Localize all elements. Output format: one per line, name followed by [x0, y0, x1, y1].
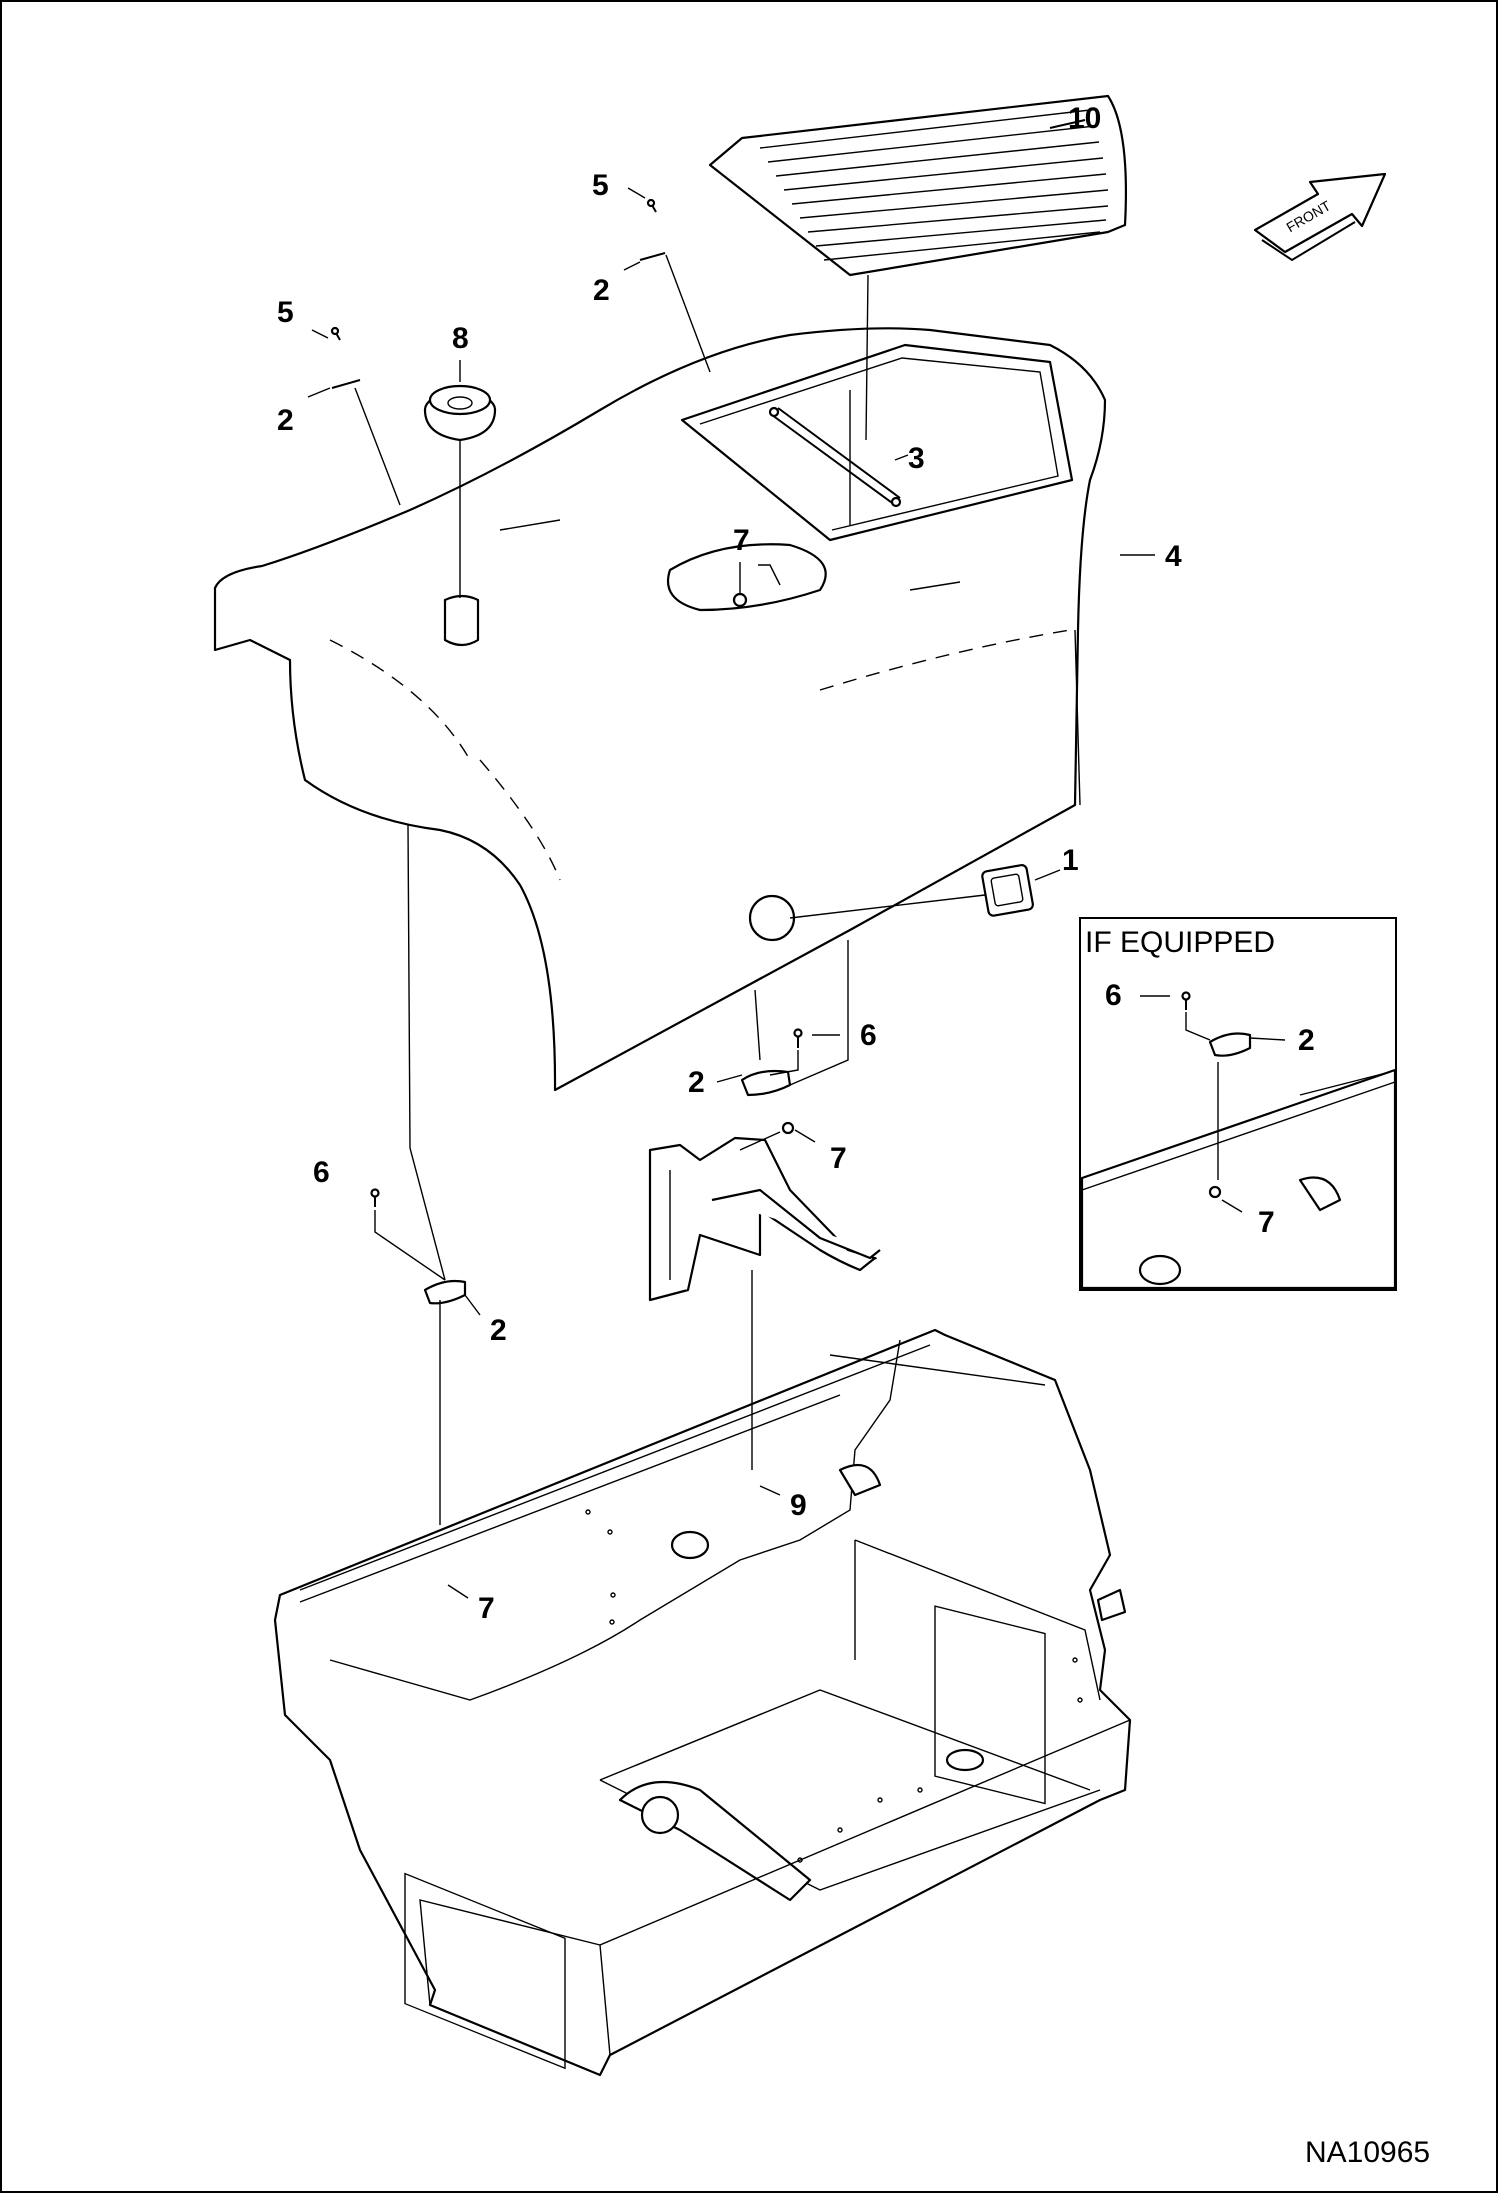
- callout-6b: 6: [313, 1156, 330, 1189]
- callout-7d: 7: [1258, 1206, 1275, 1239]
- callout-2e: 2: [1298, 1024, 1315, 1057]
- callout-5b: 5: [277, 296, 294, 329]
- callout-8: 8: [452, 322, 469, 355]
- callout-7a: 7: [733, 524, 750, 557]
- mounting-bracket-part: [648, 1136, 881, 1302]
- callout-labels: 10 5 2 5 8 2 3 7 4 1 6 2 7 6 2 9 7 6 2 7: [277, 102, 1315, 1625]
- callout-5a: 5: [592, 169, 609, 202]
- callout-3: 3: [908, 442, 925, 475]
- callout-2a: 2: [593, 274, 610, 307]
- callout-4: 4: [1165, 540, 1182, 573]
- callout-1: 1: [1062, 844, 1079, 877]
- latch-part: [981, 864, 1034, 917]
- engine-cover-part: [213, 327, 1107, 1092]
- front-direction-arrow: FRONT: [1253, 172, 1387, 262]
- callout-9: 9: [790, 1489, 807, 1522]
- callout-7c: 7: [478, 1592, 495, 1625]
- callout-2b: 2: [277, 404, 294, 437]
- callout-6c: 6: [1105, 979, 1122, 1012]
- callout-2c: 2: [688, 1066, 705, 1099]
- grille-part: [708, 94, 1128, 277]
- fuel-cap-part: [423, 384, 497, 647]
- callout-10: 10: [1068, 102, 1101, 135]
- callout-6a: 6: [860, 1019, 877, 1052]
- callout-2d: 2: [490, 1314, 507, 1347]
- chassis-frame-part: [273, 1328, 1132, 2077]
- leader-lines: [307, 119, 1155, 1599]
- reference-code: NA10965: [1305, 2136, 1430, 2169]
- callout-7b: 7: [830, 1142, 847, 1175]
- inset-box: IF EQUIPPED: [1079, 917, 1397, 1291]
- inset-title: IF EQUIPPED: [1085, 926, 1275, 959]
